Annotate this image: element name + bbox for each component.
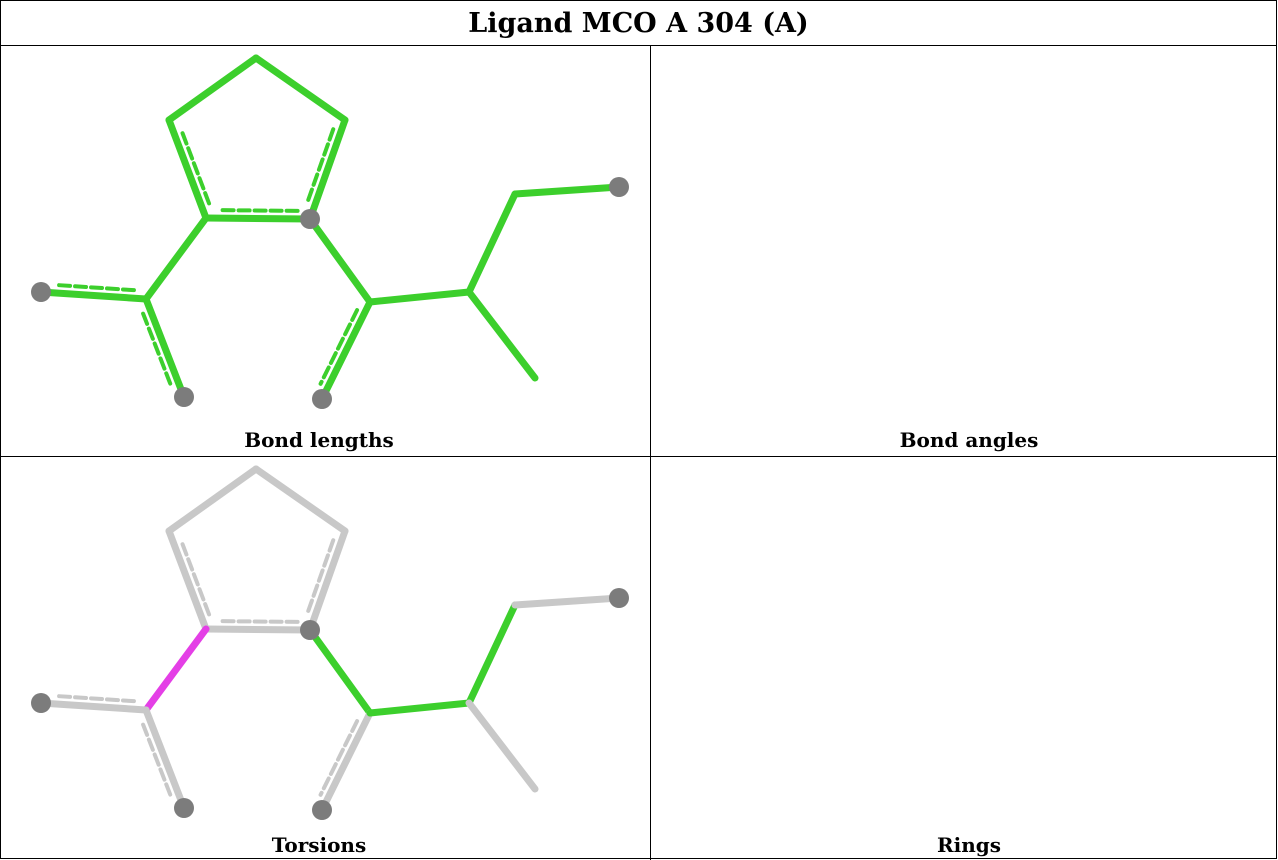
bond-r5-r1 [165,54,260,124]
bond-c9-o10 [318,709,374,814]
bond-c12-o13 [511,183,623,198]
bond-c6-o7 [37,288,150,303]
bond-r3-r4 [202,214,314,223]
bond-r3-r4-second-line [216,208,300,213]
bond-c9-c11 [366,288,473,306]
bond-r4-c6 [142,214,210,303]
bond-c6-o7-second-line [52,693,136,704]
caption-rings: Rings [936,833,1001,857]
bond-r4-r5 [165,527,210,633]
bond-r4-c6 [142,625,210,714]
bond-c12-o13 [511,594,623,609]
caption-torsions: Torsions [271,833,367,857]
bond-c9-o10-second-line [318,308,360,386]
molecule-bond-lengths [31,54,629,409]
bond-c6-o8-second-line [141,311,174,391]
bond-c6-o8 [142,295,188,401]
bond-r2-r3-second-line [304,127,336,207]
panel-bond-lengths: Bond lengths [1,46,637,456]
bond-r3-c9 [306,626,374,717]
atom-o7 [31,693,51,713]
atom-o10 [312,389,332,409]
bond-r2-r3-second-line [304,538,336,618]
atom-r3 [300,209,320,229]
bond-r3-r4 [202,625,314,634]
atom-o7 [31,282,51,302]
figure-title: Ligand MCO A 304 (A) [468,7,809,39]
title-divider [1,45,1276,46]
molecule-torsions [31,465,629,820]
bond-r2-r3 [306,527,349,634]
bond-r1-r2 [252,465,349,535]
bond-r2-r3 [306,116,349,223]
bond-r4-r5 [165,116,210,222]
bond-c9-c11 [366,699,473,717]
bond-r4-r5-second-line [178,126,212,206]
molecule-rings [651,457,1277,832]
bond-r4-r5-second-line [178,537,212,617]
bond-c11-c14 [465,699,539,793]
panel-torsions: Torsions [1,457,637,860]
bond-c6-o8 [142,706,188,812]
panel-bond-angles: Bond angles [651,46,1278,456]
bond-c9-o10 [318,298,374,403]
bond-c11-c14 [465,288,539,382]
bond-c6-o8-second-line [141,722,174,802]
bond-r1-r2 [252,54,349,124]
atom-o8 [174,387,194,407]
bond-c11-c12 [465,601,519,707]
column-divider [650,45,651,860]
panel-rings: Rings [651,457,1278,860]
caption-bond-lengths: Bond lengths [244,428,394,452]
bond-r3-r4-second-line [216,619,300,624]
atom-o10 [312,800,332,820]
atom-r3 [300,620,320,640]
atom-o13 [609,177,629,197]
bond-c6-o7-second-line [52,282,136,293]
atom-o13 [609,588,629,608]
bond-c11-c12 [465,190,519,296]
bond-r3-c9 [306,215,374,306]
bond-r5-r1 [165,465,260,535]
atom-o8 [174,798,194,818]
bond-c9-o10-second-line [318,719,360,797]
caption-bond-angles: Bond angles [899,428,1039,452]
molecule-bond-angles [651,46,1277,426]
bond-c6-o7 [37,699,150,714]
row-divider [1,456,1276,457]
